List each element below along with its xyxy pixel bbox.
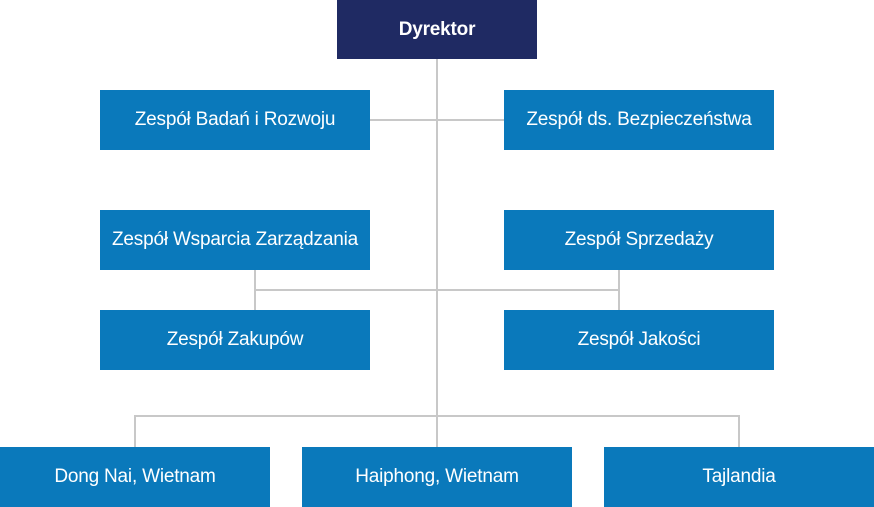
location-dong-nai-box: Dong Nai, Wietnam — [0, 447, 270, 507]
connector-sales-quality — [618, 269, 620, 310]
connector-locations-horizontal — [134, 415, 740, 417]
team-security-box: Zespół ds. Bezpieczeństwa — [504, 90, 774, 150]
team-research-box: Zespół Badań i Rozwoju — [100, 90, 370, 150]
connector-trunk — [436, 59, 438, 447]
location-haiphong-box: Haiphong, Wietnam — [302, 447, 572, 507]
connector-level1 — [369, 119, 505, 121]
director-box: Dyrektor — [337, 0, 537, 59]
connector-location-right — [738, 415, 740, 447]
location-thailand-box: Tajlandia — [604, 447, 874, 507]
team-purchasing-box: Zespół Zakupów — [100, 310, 370, 370]
connector-mgmt-purchasing — [254, 269, 256, 310]
team-quality-box: Zespół Jakości — [504, 310, 774, 370]
connector-level2-horizontal — [254, 289, 620, 291]
team-sales-box: Zespół Sprzedaży — [504, 210, 774, 270]
connector-location-left — [134, 415, 136, 447]
team-management-support-box: Zespół Wsparcia Zarządzania — [100, 210, 370, 270]
